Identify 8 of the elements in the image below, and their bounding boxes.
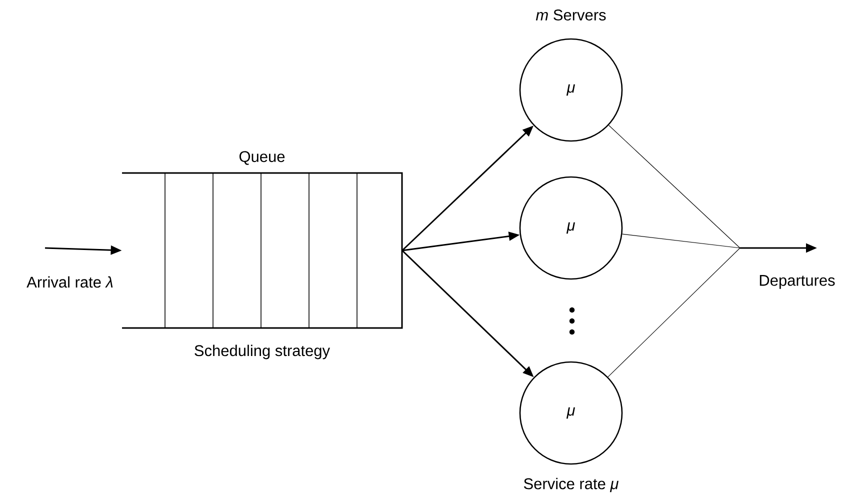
line [608, 248, 740, 378]
queue-label: Scheduling strategy [194, 344, 330, 360]
line [608, 124, 740, 248]
server-caption: Service rate μ [524, 478, 618, 492]
line [622, 234, 740, 248]
queue-label: Queue [239, 151, 285, 165]
server-caption: m Servers [536, 10, 606, 20]
text-label: Departures [760, 275, 835, 289]
